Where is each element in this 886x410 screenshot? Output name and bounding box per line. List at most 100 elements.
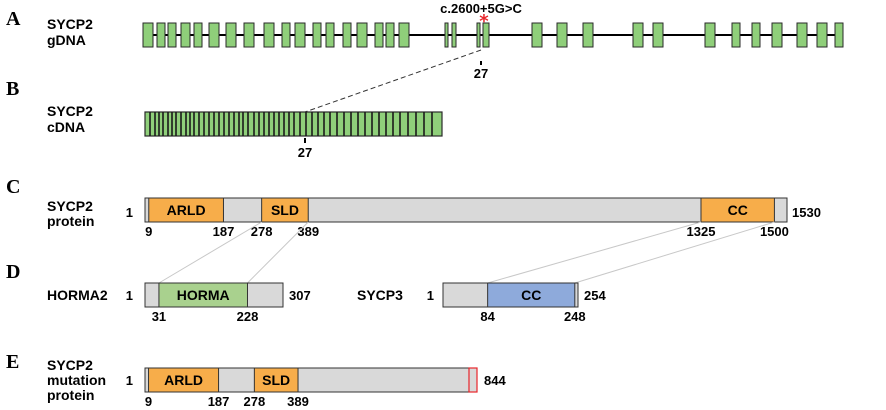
panel-letter-e: E (6, 351, 19, 373)
sycp3-end-label: 254 (584, 288, 606, 303)
sycp3-domain-start: 84 (480, 309, 495, 324)
sycp2-protein-bar (144, 197, 788, 223)
sycp2-domain-end: 1500 (760, 224, 789, 239)
gdna-label-line1: SYCP2 (47, 16, 93, 32)
gdna-exon (208, 22, 220, 48)
mutant-start-label: 1 (126, 373, 133, 388)
gdna-exon (771, 22, 783, 48)
gdna-exon (796, 22, 808, 48)
sycp2-domain-sld (261, 197, 309, 223)
mutant-domain-arld (148, 367, 220, 393)
gdna-exon (243, 22, 255, 48)
gdna-exon (632, 22, 644, 48)
gdna-exon (180, 22, 191, 48)
panel-letter-a: A (6, 8, 21, 30)
sycp3-start-label: 1 (427, 288, 434, 303)
mutant-domain-start: 278 (244, 394, 266, 409)
sycp2-protein-label-line2: protein (47, 213, 94, 229)
mutant-domain-label: ARLD (164, 372, 203, 388)
sycp3-label: SYCP3 (357, 287, 403, 303)
gdna-exon (312, 22, 322, 48)
horma2-start-label: 1 (126, 288, 133, 303)
sycp2-end-label: 1530 (792, 205, 821, 220)
gdna-exon (816, 22, 828, 48)
gdna-exon (225, 22, 237, 48)
horma2-end-label: 307 (289, 288, 311, 303)
gdna-exon (294, 22, 306, 48)
gdna-exon (444, 22, 449, 48)
mutant-label-line2: mutation (47, 372, 106, 388)
mutant-domain-sld (253, 367, 299, 393)
sycp2-domain-end: 187 (213, 224, 235, 239)
gdna-exon-group (142, 22, 844, 48)
gdna-exon (193, 22, 203, 48)
gdna-exon (385, 22, 395, 48)
gdna-exon (281, 22, 291, 48)
homology-connector (247, 221, 309, 284)
sycp2-protein-label-line1: SYCP2 (47, 198, 93, 214)
mutant-domain-start: 9 (145, 394, 152, 409)
sycp2-domain-label: ARLD (167, 202, 206, 218)
cdna-label-line1: SYCP2 (47, 103, 93, 119)
truncation-mark (468, 367, 478, 393)
gdna-exon (834, 22, 844, 48)
gdna-exon (167, 22, 177, 48)
sycp2-domain-label: SLD (271, 202, 299, 218)
sycp2-domain-start: 1325 (687, 224, 716, 239)
exon27-connector (304, 49, 482, 113)
horma2-domain-horma (158, 282, 248, 308)
gdna-exon (356, 22, 368, 48)
gdna-exon (398, 22, 410, 48)
gdna-exon (325, 22, 335, 48)
horma2-domain-label: HORMA (177, 287, 230, 303)
gdna-exon (731, 22, 741, 48)
gdna-exon (531, 22, 543, 48)
gdna-exon (652, 22, 664, 48)
mutant-end-label: 844 (484, 373, 506, 388)
mutation-label: c.2600+5G>C (440, 1, 522, 16)
panel-letter-b: B (6, 78, 19, 100)
sycp2-start-label: 1 (126, 205, 133, 220)
mutant-domains: ARLD 9 187 SLD 278 389 (145, 367, 309, 409)
mutant-domain-label: SLD (262, 372, 290, 388)
horma2-domain-start: 31 (152, 309, 166, 324)
sycp2-domains: ARLD 9 187 SLD 278 389 CC 1325 1500 (145, 197, 789, 239)
gdna-exon (263, 22, 275, 48)
gdna-exon (156, 22, 166, 48)
horma2-label: HORMA2 (47, 287, 108, 303)
cdna-label-line2: cDNA (47, 119, 85, 135)
gdna-exon (342, 22, 352, 48)
mutation-star-icon: * (479, 11, 489, 32)
gdna-exon (751, 22, 761, 48)
domain-connectors (158, 221, 775, 284)
sycp2-domain-start: 9 (145, 224, 152, 239)
sycp3-domain-cc (487, 282, 576, 308)
sycp2-domain-start: 278 (251, 224, 273, 239)
gdna-exon (142, 22, 154, 48)
sycp3-domain: CC 84 248 (480, 282, 586, 324)
gdna-exon (704, 22, 716, 48)
horma2-domain-end: 228 (237, 309, 259, 324)
gdna-exon (476, 22, 481, 48)
homology-connector (574, 221, 775, 284)
sycp2-domain-end: 389 (297, 224, 319, 239)
sycp2-domain-arld (148, 197, 224, 223)
gdna-exon (556, 22, 568, 48)
cdna-exon27-label: 27 (298, 145, 312, 160)
gdna-exon (582, 22, 594, 48)
cdna-exon-boundaries (149, 112, 433, 136)
gdna-exon (451, 22, 457, 48)
mutant-label-line3: protein (47, 387, 94, 403)
sycp2-domain-label: CC (728, 202, 748, 218)
sycp3-domain-end: 248 (564, 309, 586, 324)
sycp2-domain-cc (700, 197, 775, 223)
panel-letter-d: D (6, 261, 20, 283)
gdna-label-line2: gDNA (47, 32, 86, 48)
gdna-exon (482, 22, 490, 48)
mutant-domain-end: 389 (287, 394, 309, 409)
gdna-exon27-label: 27 (474, 66, 488, 81)
sycp3-domain-label: CC (521, 287, 541, 303)
mutant-domain-end: 187 (208, 394, 230, 409)
panel-letter-c: C (6, 176, 20, 198)
